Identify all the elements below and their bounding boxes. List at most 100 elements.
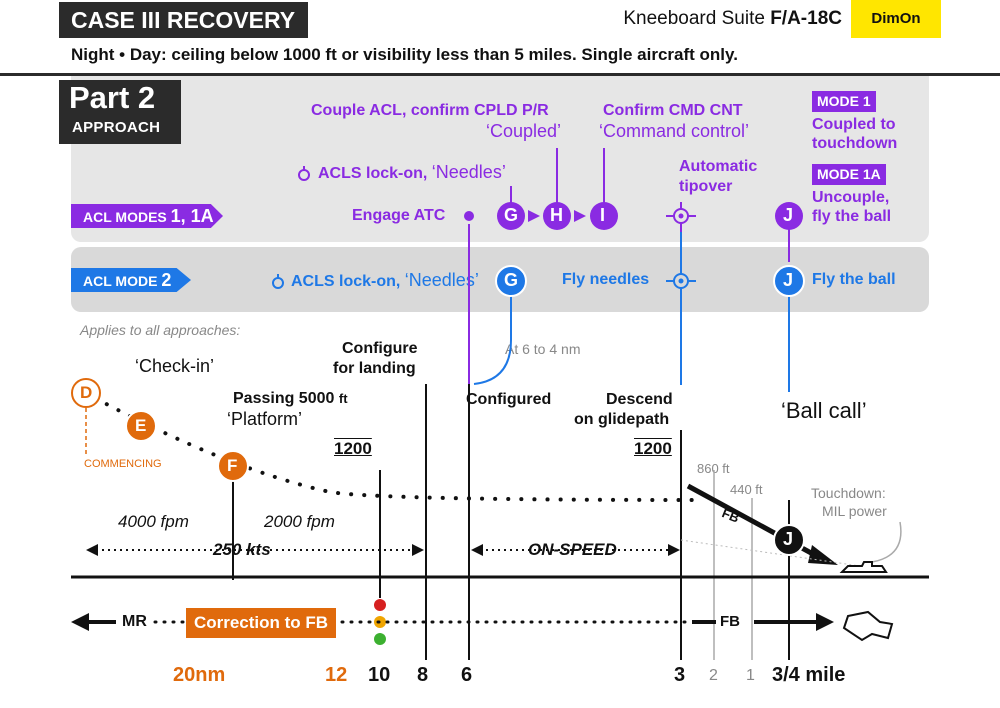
acl-mode2-tag: ACL MODE 2 xyxy=(71,268,191,292)
dist-2: 2 xyxy=(709,667,718,684)
dist-6: 6 xyxy=(461,664,473,686)
mode1a-text-2: fly the ball xyxy=(812,208,892,225)
light-red xyxy=(374,599,386,611)
command-control-call: ‘Command control’ xyxy=(599,121,750,141)
engage-atc-label: Engage ATC xyxy=(352,207,446,224)
subtitle: Night • Day: ceiling below 1000 ft or vi… xyxy=(71,45,738,64)
tipover-label-2: tipover xyxy=(679,178,733,195)
fb-glide-label: FB xyxy=(719,505,742,526)
platform-call: ‘Platform’ xyxy=(227,409,303,429)
touchdown-label-2: MIL power xyxy=(822,503,887,519)
ball-call: ‘Ball call’ xyxy=(781,398,867,423)
fb-arrow-right xyxy=(816,613,834,631)
dist-20-unit: nm xyxy=(195,664,226,686)
suite-prefix: Kneeboard Suite xyxy=(623,8,771,29)
dist-12: 12 xyxy=(325,664,348,686)
speed-250-arrow-right xyxy=(412,544,424,556)
at-6-to-4-label: At 6 to 4 nm xyxy=(505,341,581,357)
altitude-1200-a: 1200 xyxy=(334,439,372,458)
altitude-1200-b: 1200 xyxy=(634,439,672,458)
onspeed-label: ON-SPEED xyxy=(526,540,619,560)
configure-label-1: Configure xyxy=(342,340,418,357)
waypoint-h-letter: H xyxy=(550,205,563,225)
descend-label-1: Descend xyxy=(606,391,673,408)
speed-250-arrow-left xyxy=(86,544,98,556)
couple-acl-label: Couple ACL, confirm CPLD P/R xyxy=(311,102,549,119)
tipover-label-1: Automatic xyxy=(679,158,758,175)
part-badge: Part 2 APPROACH xyxy=(59,80,181,144)
dist-20: 20nm xyxy=(173,664,225,687)
acl-mode2-value: 2 xyxy=(161,270,172,290)
fly-ball-label: Fly the ball xyxy=(812,271,896,288)
mode1a-text-1: Uncouple, xyxy=(812,189,890,206)
glidepath-arrowhead xyxy=(808,545,838,565)
carrier-deck-icon xyxy=(842,610,894,642)
waypoint-f-letter: F xyxy=(227,456,238,475)
mode1-badge: MODE 1 xyxy=(812,91,876,112)
part-title: Part 2 xyxy=(69,80,156,115)
fpm-4000: 4000 fpm xyxy=(118,512,189,531)
fb-ground-label: FB xyxy=(720,613,740,630)
acl-mode2-prefix: ACL MODE xyxy=(83,273,158,289)
fpm-2000: 2000 fpm xyxy=(264,512,335,531)
passing-text: Passing 5000 xyxy=(233,390,335,407)
confirm-cmd-label: Confirm CMD CNT xyxy=(603,102,743,119)
correction-to-fb-box: Correction to FB xyxy=(186,608,336,638)
configure-label-2: for landing xyxy=(333,360,416,377)
waypoint-e-letter: E xyxy=(135,416,147,435)
light-green xyxy=(374,633,386,645)
check-in-call: ‘Check-in’ xyxy=(135,356,215,376)
dist-three-quarter: 3/4 mile xyxy=(772,664,846,686)
suite-label: Kneeboard Suite F/A-18C xyxy=(623,8,842,30)
dist-8: 8 xyxy=(417,664,429,686)
mode1-text-1: Coupled to xyxy=(812,116,896,133)
mr-arrow-left xyxy=(71,613,89,631)
mode1a-badge: MODE 1A xyxy=(812,164,886,185)
dist-1: 1 xyxy=(746,667,755,684)
waypoint-g-mode2-letter: G xyxy=(504,270,519,290)
needles-call-1: ‘Needles’ xyxy=(431,162,506,182)
touchdown-pointer xyxy=(871,521,902,563)
dist-10: 10 xyxy=(368,664,391,686)
light-amber xyxy=(374,616,386,628)
waypoint-j-mode1-letter: J xyxy=(783,205,794,225)
waypoint-g-mode1-letter: G xyxy=(504,205,519,225)
passing-unit: ft xyxy=(338,391,348,406)
header-divider xyxy=(0,73,1000,76)
dist-3: 3 xyxy=(674,664,686,686)
lockon-label-1: ACLS lock-on, ‘Needles’ xyxy=(318,162,506,183)
needles-call-2: ‘Needles’ xyxy=(404,270,479,290)
touchdown-label-1: Touchdown: xyxy=(811,485,886,501)
waypoint-i-letter: I xyxy=(600,205,606,225)
glidepath-ghost xyxy=(680,539,861,567)
page-title: CASE III RECOVERY xyxy=(59,2,308,38)
acl-modes-value: 1, 1A xyxy=(170,206,214,226)
descend-label-2: on glidepath xyxy=(574,411,670,428)
coupled-call: ‘Coupled’ xyxy=(486,121,562,141)
mode1-text-2: touchdown xyxy=(812,135,898,152)
speed-250-label: 250 kts xyxy=(211,540,273,560)
waypoint-j-mode2-letter: J xyxy=(783,270,794,290)
acl-modes-tag: ACL MODES 1, 1A xyxy=(71,204,223,228)
altitude-860: 860 ft xyxy=(697,461,730,476)
fly-needles-label: Fly needles xyxy=(562,271,650,288)
lockon-1-text: ACLS lock-on, xyxy=(318,165,432,182)
waypoint-d-letter: D xyxy=(80,383,93,402)
mr-label: MR xyxy=(122,613,147,630)
onspeed-arrow-right xyxy=(668,544,680,556)
glidepath xyxy=(686,483,826,563)
suite-aircraft: F/A-18C xyxy=(770,8,842,29)
part-subtitle: APPROACH xyxy=(72,119,161,136)
configured-label: Configured xyxy=(466,391,552,408)
applies-note: Applies to all approaches: xyxy=(80,322,241,338)
acl-modes-prefix: ACL MODES xyxy=(83,209,167,225)
lockon-2-text: ACLS lock-on, xyxy=(291,273,405,290)
altitude-440: 440 ft xyxy=(730,482,763,497)
dim-on-button[interactable]: DimOn xyxy=(851,0,941,38)
carrier-icon xyxy=(839,561,888,573)
waypoint-j-ground-letter: J xyxy=(783,529,794,549)
onspeed-arrow-left xyxy=(471,544,483,556)
commencing-label: COMMENCING xyxy=(84,458,162,470)
dist-20-value: 20 xyxy=(173,664,196,686)
passing-label: Passing 5000 ft xyxy=(233,390,348,408)
